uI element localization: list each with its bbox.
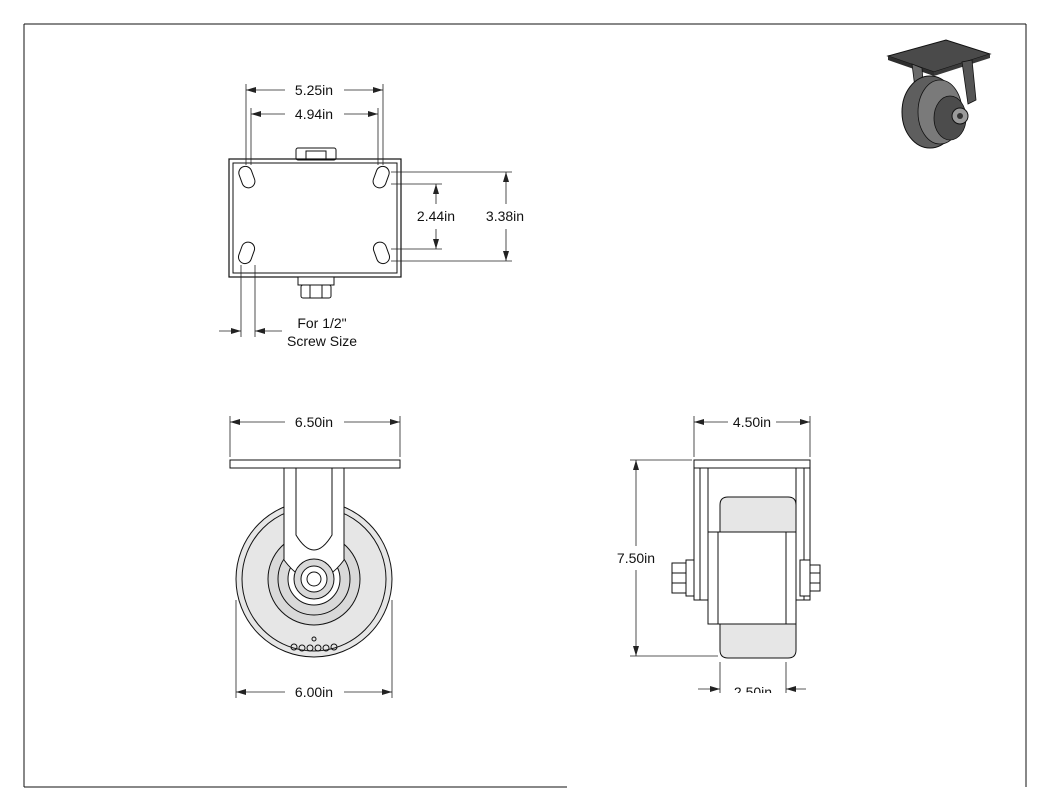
top-view	[228, 147, 402, 299]
dimension-labels: 5.25in 4.94in 2.44in 3.38in For 1/2" Scr…	[287, 82, 772, 700]
front-view	[229, 459, 401, 658]
label-clip-mask	[690, 693, 810, 713]
label-side-plate-width: 4.50in	[733, 414, 771, 430]
isometric-caster-image	[886, 39, 992, 149]
side-dimensions	[630, 416, 811, 694]
label-front-plate-width: 6.50in	[295, 414, 333, 430]
top-dimensions	[219, 84, 512, 337]
label-top-hole-height: 2.44in	[417, 208, 455, 224]
label-front-wheel-diameter: 6.00in	[295, 684, 333, 700]
tread-markings	[290, 636, 338, 652]
front-dimensions	[229, 416, 401, 698]
sheet-border	[23, 23, 1027, 788]
label-top-hole-width: 4.94in	[295, 106, 333, 122]
label-top-outer-width: 5.25in	[295, 82, 333, 98]
label-top-outer-height: 3.38in	[486, 208, 524, 224]
side-view	[671, 459, 821, 659]
label-screw-note-line2: Screw Size	[287, 333, 357, 349]
label-side-height: 7.50in	[617, 550, 655, 566]
label-screw-note-line1: For 1/2"	[297, 315, 346, 331]
